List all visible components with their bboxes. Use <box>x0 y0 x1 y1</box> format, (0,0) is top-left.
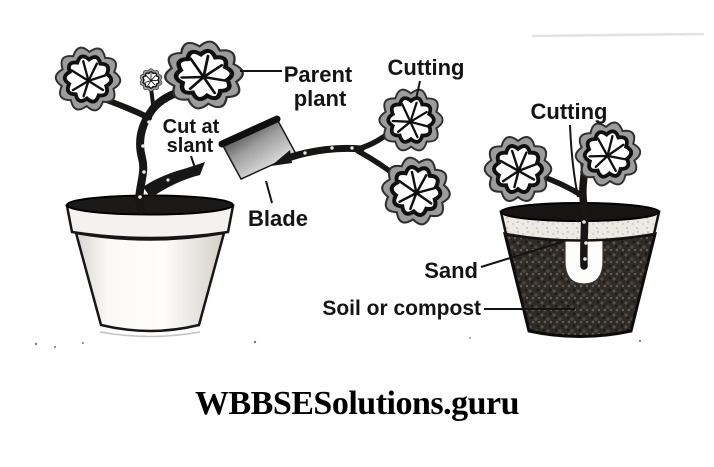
label-parent-plant-line1: Parent <box>284 62 353 87</box>
label-cutting-detached: Cutting <box>388 55 465 80</box>
planted-cutting <box>477 115 646 270</box>
blade-dark-edge <box>218 115 281 148</box>
watermark-text: WBBSESolutions.guru <box>195 385 519 422</box>
parent-pot-shadow <box>99 331 201 338</box>
cutting-slant-tip <box>271 150 292 166</box>
cutting-stem-nodes <box>303 146 354 155</box>
label-cut-at-slant-line1: Cut at <box>163 116 220 138</box>
parent-pot-body <box>74 231 226 333</box>
sand-leader <box>480 241 563 268</box>
label-soil-or-compost: Soil or compost <box>322 297 481 320</box>
detached-cutting <box>271 81 455 231</box>
planted-stem-nodes <box>582 220 588 261</box>
parent-plant-bud <box>139 67 163 93</box>
parent-plant-pot <box>65 194 235 338</box>
blade-illustration <box>218 115 298 180</box>
cutting-leaf-lower <box>377 151 455 231</box>
cut-at-slant-leader <box>190 155 197 172</box>
ground-speckles <box>34 337 642 348</box>
parent-pot-soil-surface <box>66 194 234 216</box>
scan-artifact-line <box>531 32 705 38</box>
label-cutting-planted: Cutting <box>531 99 608 124</box>
planted-leaf-left <box>477 127 558 210</box>
label-cut-at-slant-line2: slant <box>167 135 214 157</box>
parent-plant-stem <box>135 87 186 214</box>
parent-plant-leaf-left <box>50 40 127 118</box>
stem-nodes <box>138 120 170 199</box>
cutting-stem <box>284 144 365 162</box>
cutting-leaf-upper <box>372 81 449 160</box>
parent-plant <box>50 34 248 214</box>
leader-lines <box>190 70 579 310</box>
label-sand: Sand <box>424 258 478 283</box>
blade-leader <box>265 180 273 204</box>
parent-plant-leaf-right <box>160 34 248 116</box>
label-blade: Blade <box>248 206 308 231</box>
cutting-detached-leader <box>415 80 421 100</box>
planted-cutting-pot <box>499 202 661 338</box>
cutting-planted-leader <box>569 124 579 198</box>
parent-plant-cut-branch <box>143 162 205 198</box>
label-parent-plant-line2: plant <box>294 86 347 111</box>
planted-pot-opening <box>500 202 660 222</box>
